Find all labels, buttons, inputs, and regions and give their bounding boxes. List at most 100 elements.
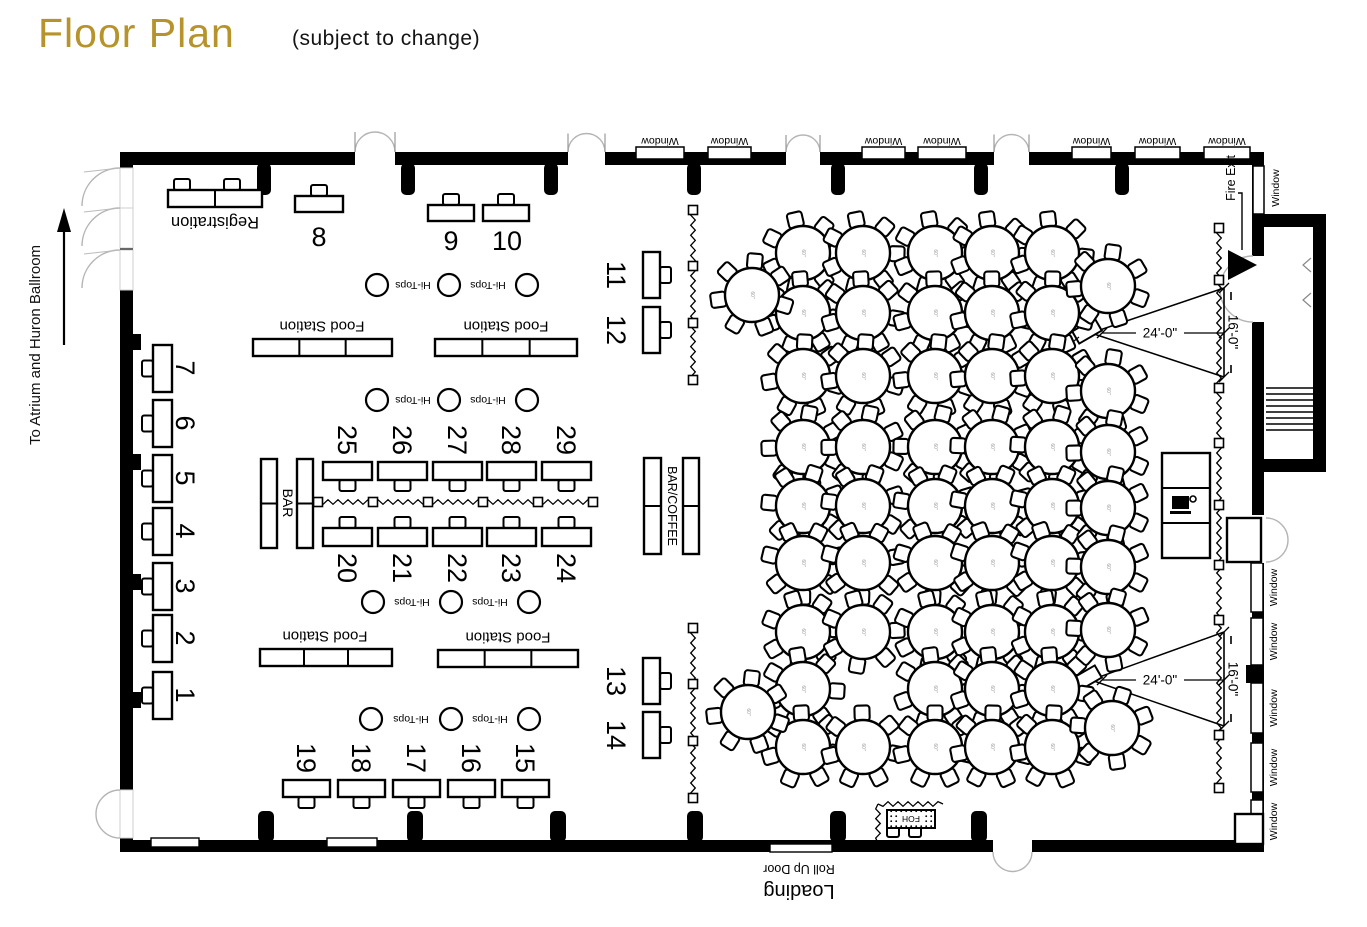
- drape-line: [317, 498, 594, 506]
- dimension-label-bg: [1136, 672, 1184, 688]
- table-number-20: 20: [332, 553, 362, 583]
- round-table-size-label: 60": [800, 249, 806, 257]
- chair: [791, 270, 809, 289]
- window: [917, 146, 967, 160]
- table-number-4: 4: [170, 523, 200, 538]
- drape-marker: [1213, 437, 1225, 449]
- round-table-size-label: 60": [989, 443, 995, 451]
- table-number-15: 15: [510, 743, 540, 773]
- table-10: [481, 203, 531, 223]
- table-15: [500, 778, 551, 799]
- hi-top-table: [436, 272, 462, 298]
- chair: [1065, 444, 1083, 462]
- round-table-size-label: 60": [989, 372, 995, 380]
- projection-line: [1090, 332, 1225, 378]
- window: [1250, 742, 1264, 793]
- window-label: Window: [1268, 689, 1280, 727]
- drape-marker: [1213, 274, 1225, 286]
- door-swing-arc: [354, 131, 376, 153]
- round-table-size-label: 60": [932, 559, 938, 567]
- pilaster: [1246, 665, 1264, 683]
- window-label: Window: [1268, 748, 1280, 786]
- drape-line: [689, 209, 697, 383]
- pilaster: [401, 163, 415, 195]
- round-table-size-label: 60": [989, 502, 995, 510]
- round-table-size-label: 60": [1105, 448, 1111, 456]
- door-swing-arc: [1011, 133, 1030, 153]
- food-station-label: Food Station: [279, 318, 364, 335]
- chair: [760, 439, 778, 458]
- hi-tops-label: Hi-Tops: [472, 713, 508, 725]
- round-table-size-label: 60": [860, 249, 866, 257]
- dimension-tick: [1096, 327, 1108, 339]
- door-swing-arc: [81, 249, 121, 289]
- fire-exit-arrow: [1228, 250, 1257, 280]
- drape-marker: [1213, 222, 1225, 234]
- pilaster: [544, 163, 558, 195]
- round-table: [834, 418, 892, 476]
- window: [635, 146, 685, 160]
- window-label: Window: [1268, 622, 1280, 660]
- window: [1250, 682, 1264, 734]
- page-title: Floor Plan: [38, 10, 235, 56]
- door-swing-arc: [1265, 539, 1289, 563]
- chair: [338, 479, 357, 492]
- foh-drape: [874, 803, 882, 844]
- hi-top-table: [360, 589, 386, 615]
- pilaster: [687, 163, 701, 195]
- hi-top-table: [516, 706, 542, 732]
- chair: [448, 516, 467, 529]
- drape-marker: [687, 260, 699, 272]
- drape-marker: [687, 735, 699, 747]
- wall-left: [120, 152, 133, 852]
- round-table-size-label: 60": [989, 309, 995, 317]
- round-table-size-label: 60": [860, 443, 866, 451]
- loading-label: Loading: [763, 880, 834, 902]
- window-label: Window: [1270, 169, 1282, 207]
- door-swing-arc: [95, 813, 121, 839]
- table-number-27: 27: [442, 425, 472, 455]
- chair: [949, 370, 968, 389]
- chair: [141, 577, 154, 596]
- window-label: Window: [1268, 802, 1280, 840]
- dimension-tick: [1218, 282, 1230, 294]
- table-28: [485, 460, 538, 482]
- chair: [1065, 280, 1084, 298]
- drape-marker: [687, 204, 699, 216]
- chair: [442, 193, 460, 206]
- window: [1134, 146, 1181, 160]
- dimension-tick: [1218, 720, 1230, 732]
- pilaster: [407, 811, 423, 842]
- table-16: [446, 778, 497, 799]
- chair: [852, 270, 870, 288]
- table-6: [151, 398, 174, 449]
- door-swing-arc: [81, 167, 121, 207]
- round-table-size-label: 60": [989, 559, 995, 567]
- window: [707, 146, 752, 160]
- door-swing-arc: [992, 851, 1013, 873]
- window-label: Window: [864, 135, 902, 147]
- chair: [828, 682, 846, 700]
- round-table-size-label: 60": [800, 443, 806, 451]
- round-table-size-label: 60": [1049, 372, 1055, 380]
- door-swing-arc: [1302, 257, 1312, 273]
- round-table: [834, 718, 892, 776]
- round-table-size-label: 60": [1109, 724, 1115, 732]
- round-table-size-label: 60": [1049, 628, 1055, 636]
- chair: [792, 704, 810, 722]
- drape-marker: [532, 496, 544, 508]
- drape-marker: [687, 374, 699, 386]
- table-18: [336, 778, 387, 799]
- chair: [141, 469, 154, 488]
- table-number-18: 18: [346, 743, 376, 773]
- table-number-10: 10: [492, 226, 522, 256]
- window: [1250, 562, 1264, 613]
- chair: [983, 270, 1001, 288]
- door-opening: [119, 249, 134, 291]
- round-table-size-label: 60": [932, 372, 938, 380]
- dimension-tick: [1218, 626, 1230, 638]
- table-19: [281, 778, 332, 799]
- door-opening: [1252, 256, 1264, 322]
- round-table-size-label: 60": [749, 291, 755, 299]
